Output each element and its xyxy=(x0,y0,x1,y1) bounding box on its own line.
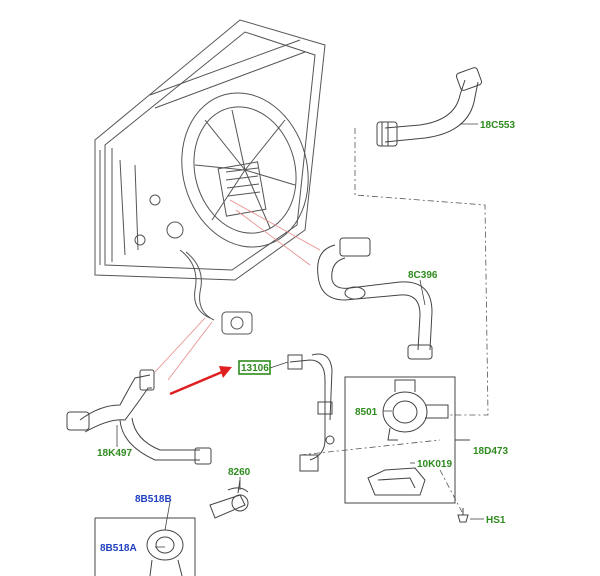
label-10K019: 10K019 xyxy=(417,459,452,470)
label-18K497: 18K497 xyxy=(97,448,132,459)
hose-18C553 xyxy=(376,67,483,147)
radiator-fan-assembly xyxy=(94,19,326,335)
label-leaders xyxy=(116,123,484,548)
pump-assembly-box xyxy=(344,376,470,504)
label-8260: 8260 xyxy=(228,467,251,478)
auxiliary-pump-box xyxy=(94,517,196,576)
label-8501: 8501 xyxy=(355,407,378,418)
hose-8C396 xyxy=(317,237,433,360)
wire-harness xyxy=(287,353,335,472)
hose-18K497 xyxy=(66,369,212,465)
leader-lines-pink xyxy=(154,199,321,381)
dashed-connection-lines xyxy=(299,128,489,513)
label-8C396: 8C396 xyxy=(408,270,438,281)
label-8B518A: 8B518A xyxy=(100,543,137,554)
highlight-box xyxy=(238,360,271,375)
label-HS1: HS1 xyxy=(486,515,506,526)
label-13106: 13106 xyxy=(241,363,269,374)
label-18D473: 18D473 xyxy=(473,446,508,457)
highlight-arrow xyxy=(169,366,232,396)
connector-8260 xyxy=(209,479,249,519)
bolt-HS1 xyxy=(457,508,469,523)
label-8B518B: 8B518B xyxy=(135,494,172,505)
label-18C553: 18C553 xyxy=(480,120,515,131)
